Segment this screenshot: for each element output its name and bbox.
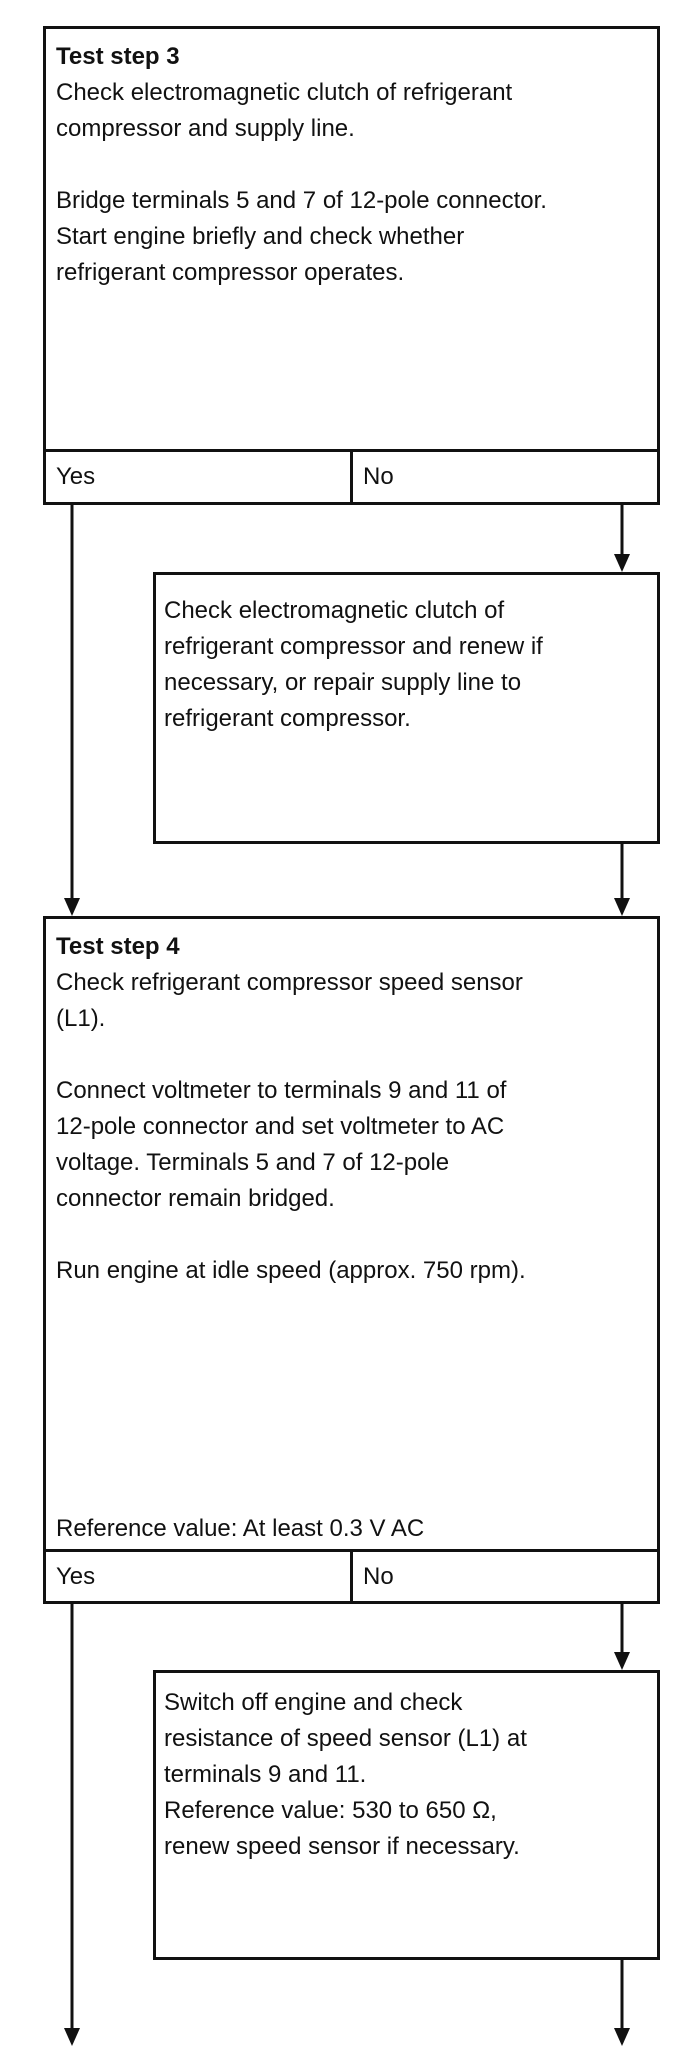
arrowhead-fix3-down (614, 898, 630, 916)
clutch-repair-line: Check electromagnetic clutch of (164, 597, 505, 624)
test-step-4-line: Run engine at idle speed (approx. 750 rp… (56, 1257, 526, 1284)
speed-sensor-check-line: renew speed sensor if necessary. (164, 1833, 520, 1860)
clutch-repair-box: Check electromagnetic clutch of refriger… (153, 572, 660, 844)
test-step-4-line: connector remain bridged. (56, 1185, 335, 1212)
test-step-3-yes: Yes (56, 463, 96, 490)
test-step-3-line: refrigerant compressor operates. (56, 259, 405, 286)
test-step-4-line: voltage. Terminals 5 and 7 of 12-pole (56, 1149, 450, 1176)
clutch-repair-line: necessary, or repair supply line to (164, 669, 522, 696)
test-step-4-yes-no-row: Yes No (43, 1549, 660, 1604)
speed-sensor-check-box: Switch off engine and check resistance o… (153, 1670, 660, 1960)
speed-sensor-check-line: Switch off engine and check (164, 1689, 463, 1716)
test-step-4-line: 12-pole connector and set voltmeter to A… (56, 1113, 505, 1140)
test-step-3-yes-no-row: Yes No (43, 449, 660, 505)
test-step-4-box: Test step 4 Check refrigerant compressor… (43, 916, 660, 1552)
test-step-4-title: Test step 4 (56, 933, 180, 960)
test-step-3-box: Test step 3 Check electromagnetic clutch… (43, 26, 660, 452)
arrowhead-step3-no (614, 554, 630, 572)
test-step-3-line: compressor and supply line. (56, 115, 355, 142)
test-step-4-yes: Yes (56, 1562, 96, 1590)
arrowhead-step3-yes (64, 898, 80, 916)
arrowhead-step4-no (614, 1652, 630, 1670)
speed-sensor-check-line: resistance of speed sensor (L1) at (164, 1725, 527, 1752)
test-step-3-line: Bridge terminals 5 and 7 of 12-pole conn… (56, 187, 547, 214)
arrowhead-step4-yes (64, 2028, 80, 2046)
test-step-4-no: No (350, 1552, 657, 1601)
test-step-3-line: Check electromagnetic clutch of refriger… (56, 79, 513, 106)
clutch-repair-line: refrigerant compressor. (164, 705, 411, 732)
test-step-4-line: (L1). (56, 1005, 106, 1032)
speed-sensor-check-line: Reference value: 530 to 650 Ω, (164, 1797, 497, 1824)
arrowhead-fix4-down (614, 2028, 630, 2046)
clutch-repair-line: refrigerant compressor and renew if (164, 633, 543, 660)
test-step-4-reference: Reference value: At least 0.3 V AC (56, 1515, 425, 1542)
test-step-3-title: Test step 3 (56, 43, 180, 70)
test-step-4-line: Connect voltmeter to terminals 9 and 11 … (56, 1077, 507, 1104)
speed-sensor-check-line: terminals 9 and 11. (164, 1761, 367, 1788)
test-step-3-line: Start engine briefly and check whether (56, 223, 465, 250)
test-step-3-no: No (350, 452, 657, 502)
test-step-4-line: Check refrigerant compressor speed senso… (56, 969, 523, 996)
